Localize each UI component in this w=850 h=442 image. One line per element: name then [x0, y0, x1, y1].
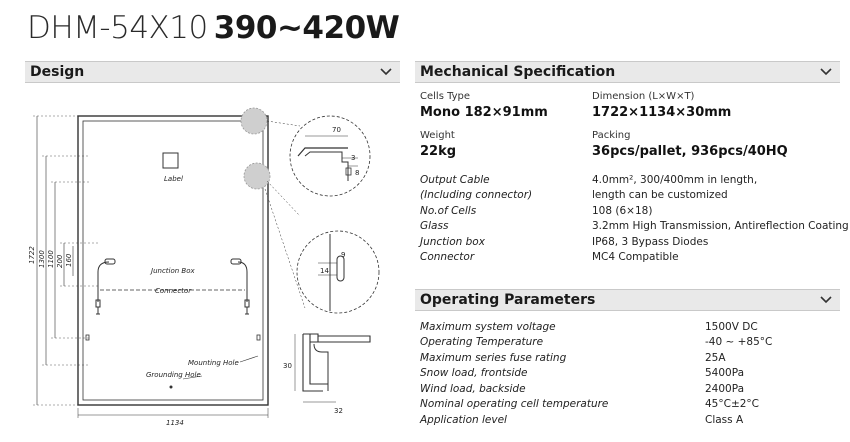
mech-row-value: 3.2mm High Transmission, Antireflection … [592, 220, 849, 232]
chevron-down-icon[interactable] [820, 295, 832, 305]
design-section-header[interactable]: Design [25, 61, 400, 83]
dimension-label: Dimension (L×W×T) [592, 91, 695, 102]
dim-1300-text: 1300 [38, 250, 46, 268]
cells-type-label: Cells Type [420, 91, 471, 102]
connector-text: Connector [155, 287, 192, 295]
detail-70-text: 70 [332, 126, 341, 134]
right-cable [237, 261, 248, 302]
left-junction [104, 258, 116, 265]
weight-label: Weight [420, 130, 455, 141]
chevron-down-icon[interactable] [820, 67, 832, 77]
detail-14-text: 14 [320, 267, 329, 275]
mech-row-value: IP68, 3 Bypass Diodes [592, 236, 709, 248]
mech-row-value: length can be customized [592, 189, 728, 201]
chevron-down-icon[interactable] [380, 67, 392, 77]
op-row-label: Maximum series fuse rating [420, 352, 567, 364]
panel-frame-inner [82, 120, 264, 401]
mech-row-label: Connector [420, 251, 475, 263]
right-junction [230, 258, 242, 265]
dimension-value: 1722×1134×30mm [592, 105, 732, 120]
label-box [162, 152, 179, 169]
op-row-value: 1500V DC [705, 321, 758, 333]
weight-value: 22kg [420, 144, 457, 159]
operating-section-title: Operating Parameters [420, 292, 596, 308]
dim-200-text: 200 [56, 254, 64, 268]
detail-marker-top [240, 107, 268, 135]
mechanical-section-header[interactable]: Mechanical Specification [415, 61, 840, 83]
panel-frame-outer [77, 115, 269, 406]
detail-8-text: 8 [355, 169, 359, 177]
op-row-label: Operating Temperature [420, 336, 544, 348]
junction-box-text: Junction Box [149, 267, 196, 275]
packing-value: 36pcs/pallet, 936pcs/40HQ [592, 144, 788, 159]
mech-row-value: 4.0mm², 300/400mm in length, [592, 174, 758, 186]
mechanical-section-title: Mechanical Specification [420, 64, 616, 80]
dim-160-text: 160 [65, 253, 73, 267]
cells-type-value: Mono 182×91mm [420, 105, 548, 120]
op-row-label: Maximum system voltage [420, 321, 556, 333]
section-30-text: 30 [283, 362, 292, 370]
height-dim-text: 1722 [28, 246, 36, 264]
op-row-label: Nominal operating cell temperature [420, 398, 609, 410]
mech-row-value: 108 (6×18) [592, 205, 653, 217]
op-row-value: 45°C±2°C [705, 398, 760, 410]
frame-section [302, 333, 371, 392]
mech-row-label: Glass [420, 220, 449, 232]
detail-9-text: 9 [341, 251, 345, 259]
detail-3-text: 3 [351, 154, 355, 162]
detail-circle-corner [289, 115, 371, 197]
detail-circle-hole [296, 230, 380, 314]
mech-row-label: (Including connector) [420, 189, 533, 201]
op-row-value: 25A [705, 352, 726, 364]
op-row-label: Application level [420, 414, 507, 426]
design-section-title: Design [30, 64, 85, 80]
op-row-value: Class A [705, 414, 744, 426]
mech-row-label: No.of Cells [420, 205, 477, 217]
power-range: 390~420W [213, 10, 400, 46]
packing-label: Packing [592, 130, 631, 141]
width-dim-text: 1134 [166, 419, 184, 427]
left-cable [97, 261, 110, 302]
grounding-hole-text: Grounding Hole [146, 371, 201, 379]
mech-row-label: Junction box [420, 236, 485, 248]
op-row-value: -40 ~ +85°C [705, 336, 773, 348]
section-32-text: 32 [334, 407, 343, 415]
mech-row-label: Output Cable [420, 174, 490, 186]
label-text: Label [164, 175, 183, 183]
panel-design-drawing: Label Junction Box Connector Mounting Ho… [28, 107, 380, 427]
op-row-value: 5400Pa [705, 367, 745, 379]
operating-section-header[interactable]: Operating Parameters [415, 289, 840, 311]
model-name: DHM-54X10 [27, 10, 208, 46]
dim-1100-text: 1100 [47, 250, 55, 268]
op-row-label: Wind load, backside [420, 383, 526, 395]
mounting-hole-text: Mounting Hole [188, 359, 239, 367]
mech-row-value: MC4 Compatible [592, 251, 679, 263]
detail-marker-mid [243, 162, 271, 190]
op-row-label: Snow load, frontside [420, 367, 528, 379]
op-row-value: 2400Pa [705, 383, 745, 395]
